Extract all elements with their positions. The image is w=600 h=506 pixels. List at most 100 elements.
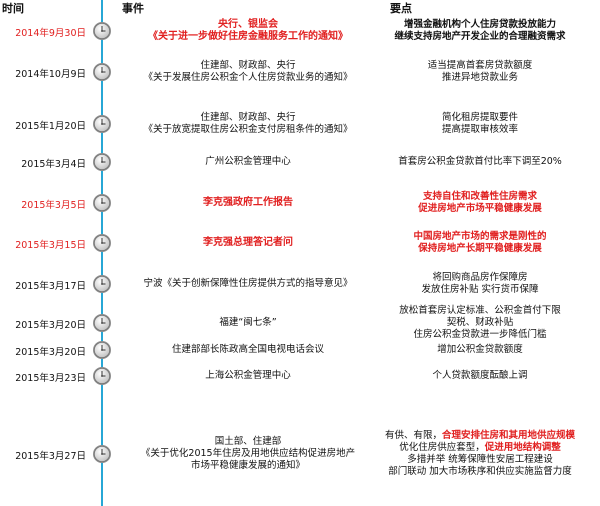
event-description: 央行、银监会《关于进一步做好住房金融服务工作的通知》 [116,19,380,43]
event-line: 李克强政府工作报告 [203,197,293,208]
key-point-text: 继续支持房地产开发企业的合理融资需求 [394,31,566,42]
event-line: 国土部、住建部 [214,436,282,447]
event-date: 2015年3月5日 [21,200,86,211]
clock-icon [92,274,112,294]
event-date: 2015年3月15日 [15,240,86,251]
key-point-text: 将回购商品房作保障房 [432,272,528,283]
event-description: 住建部、财政部、央行《关于发展住房公积金个人住房贷款业务的通知》 [116,60,380,84]
event-line: 宁波《关于创新保障性住房提供方式的指导意见》 [143,278,353,289]
key-point-text: 放松首套房认定标准、公积金首付下限 [399,305,561,316]
header-date: 时间 [2,2,24,15]
key-point-line: 住房公积金贷款进一步降低门槛 [360,329,600,341]
event-line: 住建部、财政部、央行 [200,60,296,71]
key-point-line: 提高提取审核效率 [360,124,600,136]
key-point-text: 多措并举 统筹保障性安居工程建设 [407,454,553,465]
key-point-text: 简化租房提取要件 [441,112,518,123]
key-points: 个人贷款额度酝酿上调 [360,370,600,382]
event-description: 住建部部长陈政高全国电视电话会议 [116,344,380,356]
key-point-line: 中国房地产市场的需求是刚性的 [360,231,600,243]
clock-icon [92,233,112,253]
event-line: 李克强总理答记者问 [203,237,293,248]
key-point-line: 保持房地产长期平稳健康发展 [360,243,600,255]
key-point-text: 发放住房补贴 实行货币保障 [421,284,539,295]
key-points: 放松首套房认定标准、公积金首付下限契税、财政补贴住房公积金贷款进一步降低门槛 [360,305,600,341]
key-point-line: 促进房地产市场平稳健康发展 [360,203,600,215]
key-point-line: 首套房公积金贷款首付比率下调至20% [360,156,600,168]
key-point-line: 发放住房补贴 实行货币保障 [360,284,600,296]
key-point-line: 推进异地贷款业务 [360,72,600,84]
key-point-line: 有供、有限，合理安排住房和其用地供应规模 [360,430,600,442]
event-description: 宁波《关于创新保障性住房提供方式的指导意见》 [116,278,380,290]
key-point-line: 简化租房提取要件 [360,112,600,124]
event-line: 住建部部长陈政高全国电视电话会议 [171,344,324,355]
key-points: 增加公积金贷款额度 [360,344,600,356]
key-points: 简化租房提取要件提高提取审核效率 [360,112,600,136]
key-point-text: 促进房地产市场平稳健康发展 [418,203,542,214]
clock-icon [92,21,112,41]
event-line: 住建部、财政部、央行 [200,112,296,123]
clock-icon [92,366,112,386]
key-point-line: 个人贷款额度酝酿上调 [360,370,600,382]
event-date: 2015年3月17日 [15,281,86,292]
key-point-line: 多措并举 统筹保障性安居工程建设 [360,454,600,466]
event-date: 2015年3月4日 [21,159,86,170]
key-point-text: 契税、财政补贴 [446,317,514,328]
key-point-text: 中国房地产市场的需求是刚性的 [413,231,547,242]
key-point-text: 推进异地贷款业务 [441,72,518,83]
key-point-line: 将回购商品房作保障房 [360,272,600,284]
key-point-text: 适当提高首套房贷款额度 [427,60,533,71]
key-points: 将回购商品房作保障房发放住房补贴 实行货币保障 [360,272,600,296]
event-line: 《关于优化2015年住房及用地供应结构促进房地产 [140,448,356,459]
key-point-line: 契税、财政补贴 [360,317,600,329]
event-description: 李克强政府工作报告 [116,197,380,209]
key-point-text: 合理安排住房和其用地供应规模 [442,430,576,441]
key-point-text: 优化住房供应套型， [399,442,485,453]
event-description: 广州公积金管理中心 [116,156,380,168]
clock-icon [92,313,112,333]
key-point-text: 保持房地产长期平稳健康发展 [418,243,542,254]
event-date: 2015年3月27日 [15,451,86,462]
event-description: 上海公积金管理中心 [116,370,380,382]
event-date: 2014年9月30日 [15,28,86,39]
key-point-line: 继续支持房地产开发企业的合理融资需求 [360,31,600,43]
key-point-text: 增强金融机构个人住房贷款投放能力 [403,19,556,30]
header-event: 事件 [122,2,144,15]
key-point-line: 适当提高首套房贷款额度 [360,60,600,72]
key-point-text: 住房公积金贷款进一步降低门槛 [413,329,547,340]
event-line: 上海公积金管理中心 [205,370,291,381]
event-line: 福建“闽七条” [219,317,277,328]
key-point-text: 部门联动 加大市场秩序和供应实施监督力度 [388,466,572,477]
key-points: 有供、有限，合理安排住房和其用地供应规模优化住房供应套型，促进用地结构调整多措并… [360,430,600,478]
header-key-points: 要点 [390,2,412,15]
clock-icon [92,114,112,134]
clock-icon [92,62,112,82]
event-line: 《关于发展住房公积金个人住房贷款业务的通知》 [143,72,353,83]
key-point-text: 支持自住和改善性住房需求 [422,191,537,202]
key-point-text: 个人贷款额度酝酿上调 [432,370,528,381]
key-point-line: 增强金融机构个人住房贷款投放能力 [360,19,600,31]
key-point-line: 部门联动 加大市场秩序和供应实施监督力度 [360,466,600,478]
key-point-line: 优化住房供应套型，促进用地结构调整 [360,442,600,454]
key-point-line: 增加公积金贷款额度 [360,344,600,356]
event-description: 国土部、住建部《关于优化2015年住房及用地供应结构促进房地产市场平稳健康发展的… [116,436,380,472]
event-line: 市场平稳健康发展的通知》 [190,460,305,471]
key-point-text: 促进用地结构调整 [484,442,561,453]
event-date: 2015年3月20日 [15,320,86,331]
event-date: 2015年3月20日 [15,347,86,358]
key-points: 中国房地产市场的需求是刚性的保持房地产长期平稳健康发展 [360,231,600,255]
event-line: 《关于进一步做好住房金融服务工作的通知》 [148,31,348,42]
key-point-text: 增加公积金贷款额度 [437,344,523,355]
event-date: 2014年10月9日 [15,69,86,80]
event-date: 2015年1月20日 [15,121,86,132]
event-description: 福建“闽七条” [116,317,380,329]
clock-icon [92,444,112,464]
event-description: 李克强总理答记者问 [116,237,380,249]
event-date: 2015年3月23日 [15,373,86,384]
clock-icon [92,193,112,213]
key-points: 支持自住和改善性住房需求促进房地产市场平稳健康发展 [360,191,600,215]
key-point-text: 提高提取审核效率 [441,124,518,135]
key-point-line: 放松首套房认定标准、公积金首付下限 [360,305,600,317]
event-line: 央行、银监会 [218,19,278,30]
key-point-line: 支持自住和改善性住房需求 [360,191,600,203]
key-point-text: 有供、有限， [384,430,442,441]
